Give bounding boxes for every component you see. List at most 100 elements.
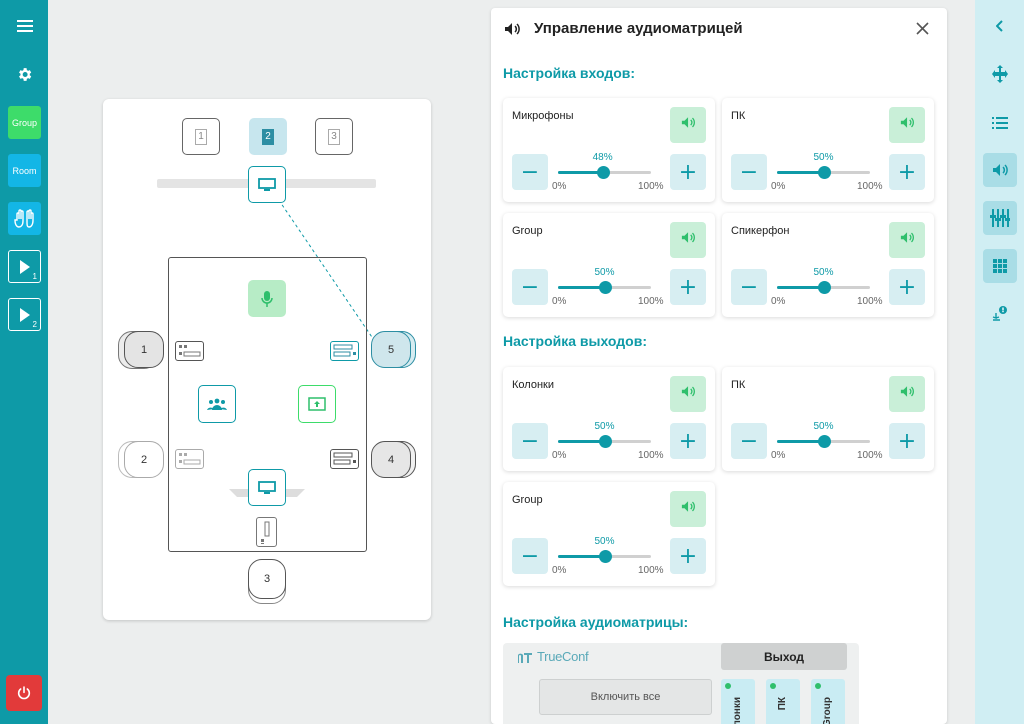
audio-matrix-panel: Управление аудиоматрицей Настройка входо… [491,8,947,724]
volume-slider[interactable] [558,550,651,563]
speaker-icon [681,385,696,403]
mute-button[interactable] [889,222,925,258]
volume-slider[interactable] [558,166,651,179]
play-number: 1 [32,272,37,281]
device-2[interactable] [175,449,204,469]
menu-icon[interactable] [8,9,41,42]
group-button[interactable]: Group [8,106,41,139]
seat-1[interactable]: 1 [124,331,164,368]
decrease-button[interactable]: − [512,538,548,574]
slider-max: 100% [857,450,883,461]
matrix-column-pk[interactable]: ПК [766,679,800,724]
mute-button[interactable] [670,222,706,258]
group-device[interactable] [198,385,236,423]
power-button[interactable] [6,675,42,711]
camera-1[interactable]: 1 [182,118,220,155]
input-card: Спикерфон−+50%0%100% [722,213,934,317]
matrix-column-kolonki[interactable]: Колонки [721,679,755,724]
output-header: Выход [721,643,847,670]
room-button[interactable]: Room [8,154,41,187]
grid-icon[interactable] [983,249,1017,283]
right-sidebar [975,0,1024,724]
volume-icon[interactable] [983,153,1017,187]
decrease-button[interactable]: − [731,423,767,459]
increase-button[interactable]: + [889,154,925,190]
decrease-button[interactable]: − [731,154,767,190]
volume-slider[interactable] [777,435,870,448]
decrease-button[interactable]: − [512,423,548,459]
microphone-icon [261,290,273,307]
audio-matrix: TrueConf Выход Включить все Колонки ПК G… [503,643,859,724]
device-4[interactable] [330,449,359,469]
play-button-2[interactable]: 2 [8,298,41,331]
remote-icon [261,521,270,544]
device-icon [333,452,356,465]
chevron-left-icon[interactable] [983,9,1017,43]
mute-button[interactable] [889,376,925,412]
slider-max: 100% [638,296,664,307]
play-button-1[interactable]: 1 [8,250,41,283]
slider-fill [558,286,605,289]
seat-5[interactable]: 5 [371,331,411,368]
slider-handle[interactable] [598,550,612,563]
slider-value: 50% [594,267,615,278]
gear-icon[interactable] [8,58,41,91]
mixer-icon[interactable] [983,201,1017,235]
monitor-icon [258,480,276,494]
display-bottom[interactable] [248,469,286,506]
trueconf-logo: TrueConf [516,649,589,664]
alert-icon[interactable] [983,297,1017,331]
share-device[interactable] [298,385,336,423]
increase-button[interactable]: + [889,423,925,459]
slider-handle[interactable] [596,166,610,179]
slider-min: 0% [771,296,786,307]
seat-4[interactable]: 4 [371,441,411,478]
increase-button[interactable]: + [670,538,706,574]
output-card: ПК−+50%0%100% [722,367,934,471]
device-5[interactable] [330,341,359,361]
mute-button[interactable] [889,107,925,143]
seat-2[interactable]: 2 [124,441,164,478]
output-card: Group−+50%0%100% [503,482,715,586]
channel-label: Микрофоны [512,110,574,122]
increase-button[interactable]: + [670,154,706,190]
microphone[interactable] [248,280,286,317]
mute-button[interactable] [670,107,706,143]
participants-button[interactable] [8,202,41,235]
camera-3[interactable]: 3 [315,118,353,155]
camera-2[interactable]: 2 [249,118,287,155]
slider-handle[interactable] [817,166,831,179]
increase-button[interactable]: + [670,423,706,459]
matrix-column-group[interactable]: Group [811,679,845,724]
group-icon [207,398,227,410]
slider-max: 100% [857,181,883,192]
channel-label: Group [512,494,543,506]
mute-button[interactable] [670,376,706,412]
display-top[interactable] [248,166,286,203]
volume-slider[interactable] [777,281,870,294]
decrease-button[interactable]: − [512,269,548,305]
device-1[interactable] [175,341,204,361]
list-icon[interactable] [983,106,1017,140]
slider-handle[interactable] [598,281,612,294]
mute-button[interactable] [670,491,706,527]
move-icon[interactable] [983,57,1017,91]
enable-all-button[interactable]: Включить все [539,679,712,715]
slider-fill [558,555,605,558]
close-icon[interactable] [916,22,929,40]
remote-control[interactable] [256,517,277,547]
slider-handle[interactable] [598,435,612,448]
seat-3[interactable]: 3 [248,559,286,599]
increase-button[interactable]: + [889,269,925,305]
decrease-button[interactable]: − [731,269,767,305]
play-number: 2 [32,320,37,329]
increase-button[interactable]: + [670,269,706,305]
decrease-button[interactable]: − [512,154,548,190]
slider-handle[interactable] [817,435,831,448]
volume-slider[interactable] [558,435,651,448]
status-dot [725,683,731,689]
volume-slider[interactable] [777,166,870,179]
volume-slider[interactable] [558,281,651,294]
device-icon [179,453,201,465]
slider-handle[interactable] [817,281,831,294]
